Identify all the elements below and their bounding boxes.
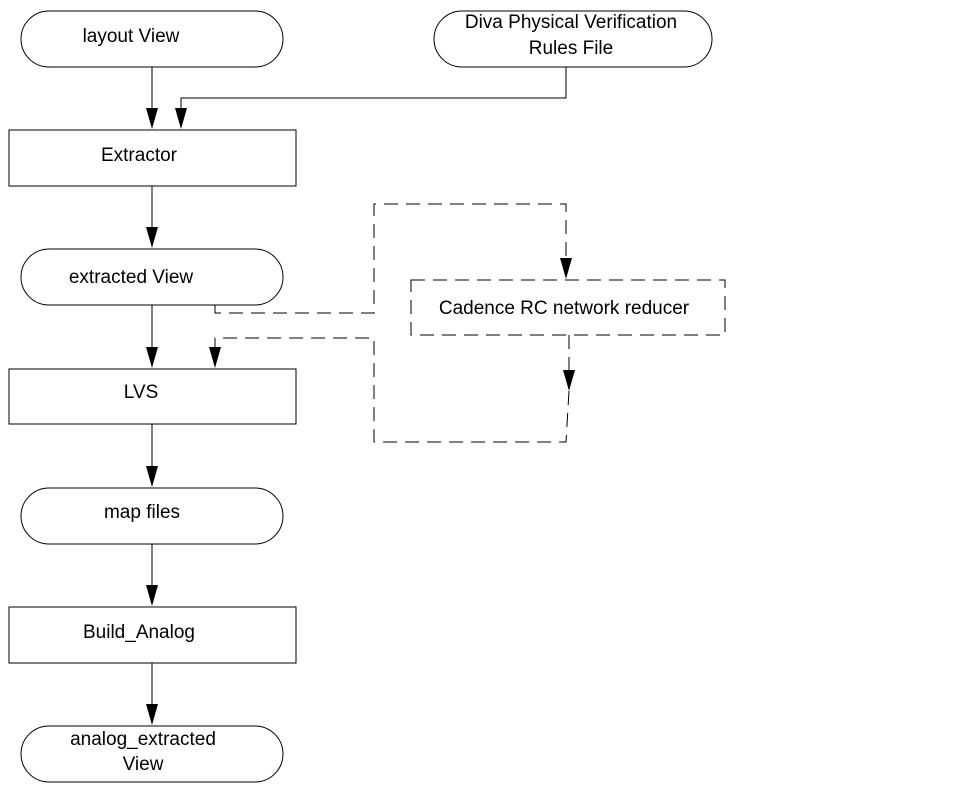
node-label-line2: Rules File — [529, 38, 613, 59]
node-label: map files — [104, 502, 180, 523]
node-diva-rules-file: Diva Physical Verification Rules File — [433, 10, 713, 68]
node-label-line1: analog_extracted — [70, 729, 216, 750]
node-rc-network-reducer: Cadence RC network reducer — [410, 279, 726, 336]
node-label: Cadence RC network reducer — [439, 298, 690, 319]
arrowhead-icon — [146, 585, 158, 606]
node-analog-extracted-view: analog_extracted View — [20, 725, 284, 783]
node-build-analog: Build_Analog — [8, 606, 297, 664]
edge-rules-to-extractor — [180, 67, 567, 112]
node-label: LVS — [124, 382, 159, 403]
node-layout-view: layout View — [20, 10, 284, 68]
arrowhead-icon — [209, 347, 221, 368]
arrowhead-icon — [146, 227, 158, 248]
node-label: layout View — [83, 26, 180, 47]
node-lvs: LVS — [8, 368, 297, 425]
arrowhead-icon — [146, 466, 158, 487]
node-extracted-view: extracted View — [20, 248, 284, 306]
arrowhead-icon — [146, 347, 158, 368]
node-label-line1: Diva Physical Verification — [465, 12, 677, 33]
edge-rc-reducer-return — [214, 337, 570, 443]
node-label-line2: View — [123, 754, 164, 775]
edge-extracted-to-rc-reducer — [214, 203, 567, 314]
arrowhead-icon — [146, 108, 158, 129]
node-map-files: map files — [20, 487, 284, 545]
node-label: Build_Analog — [83, 622, 195, 643]
node-extractor: Extractor — [8, 129, 297, 187]
arrowhead-icon — [175, 108, 187, 129]
arrowhead-icon — [560, 258, 572, 279]
arrowhead-icon — [146, 704, 158, 725]
node-label: Extractor — [101, 145, 178, 166]
node-label: extracted View — [69, 267, 194, 288]
arrowhead-icon — [563, 370, 575, 391]
